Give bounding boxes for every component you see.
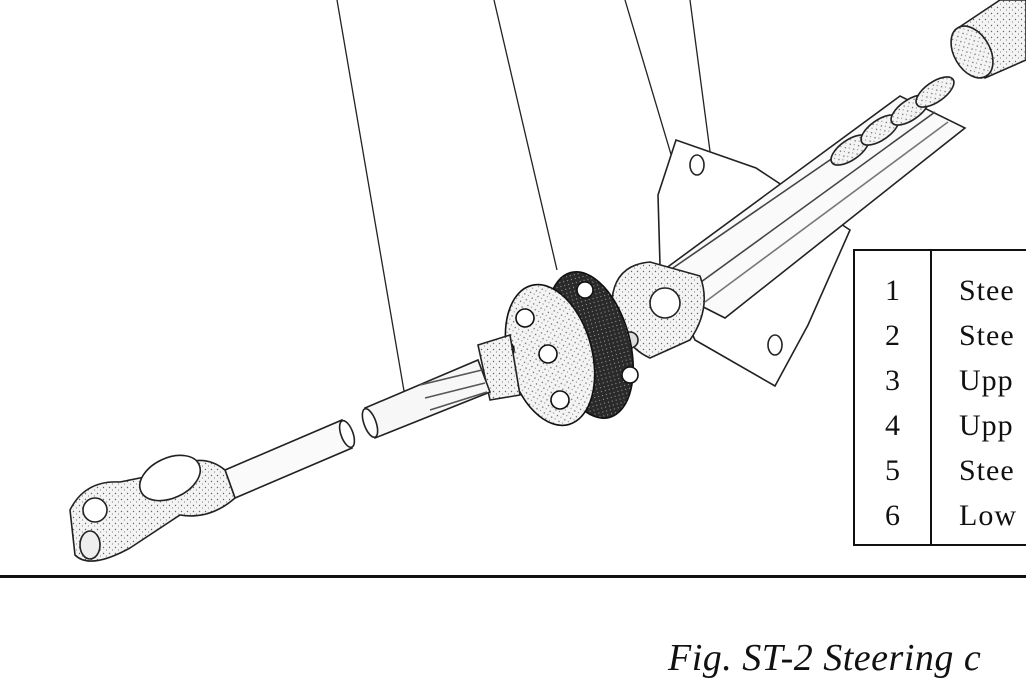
legend-row: 5 Stee (855, 449, 1026, 493)
spline-section (950, 0, 1026, 80)
legend-column-divider (930, 251, 932, 544)
flexible-coupling (495, 271, 639, 427)
splined-shaft (361, 358, 492, 440)
figure-caption: Fig. ST-2 Steering c (668, 637, 982, 679)
legend-row: 6 Low (855, 494, 1026, 538)
leader-line (336, 0, 405, 392)
baseline-rule (0, 575, 1026, 578)
legend-part-name: Stee (959, 319, 1015, 352)
legend-row: 1 Stee (855, 269, 1026, 313)
legend-number: 3 (885, 364, 900, 397)
coupling-bolt (515, 308, 535, 328)
coupling-bolt (550, 390, 570, 410)
parts-legend-table: 1 Stee 2 Stee 3 Upp 4 Upp 5 Stee 6 Low (853, 249, 1026, 546)
bracket-hole (689, 154, 705, 176)
legend-part-name: Stee (959, 454, 1015, 487)
leader-line (493, 0, 558, 271)
legend-number: 4 (885, 409, 900, 442)
legend-number: 6 (885, 499, 900, 532)
coupling-bolt (576, 281, 594, 299)
legend-row: 3 Upp (855, 359, 1026, 403)
legend-number: 2 (885, 319, 900, 352)
legend-part-name: Upp (959, 364, 1014, 397)
bracket-hole (767, 334, 783, 356)
coupling-bolt (621, 366, 639, 384)
legend-row: 2 Stee (855, 314, 1026, 358)
lower-universal-joint (69, 454, 236, 562)
legend-part-name: Upp (959, 409, 1014, 442)
legend-part-name: Stee (959, 274, 1015, 307)
legend-row: 4 Upp (855, 404, 1026, 448)
upper-steering-shaft (648, 76, 967, 319)
legend-part-name: Low (959, 499, 1017, 532)
legend-number: 1 (885, 274, 900, 307)
coupling-bolt (538, 344, 558, 364)
lower-steering-shaft (223, 418, 356, 500)
legend-number: 5 (885, 454, 900, 487)
